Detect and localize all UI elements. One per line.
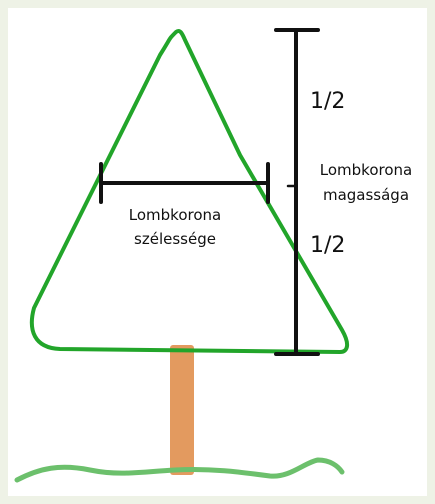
crown-height-measure (274, 28, 320, 356)
crown-width-label-line1: Lombkorona (129, 206, 221, 224)
crown-height-label-line1: Lombkorona (320, 161, 412, 179)
crown-height-label-line2: magassága (323, 186, 409, 204)
tree-crown (29, 29, 349, 354)
lower-half-label: 1/2 (310, 233, 345, 258)
ground-line (14, 457, 345, 483)
tree-diagram: Lombkorona szélessége Lombkorona magassá… (14, 28, 412, 483)
diagram-canvas: Lombkorona szélessége Lombkorona magassá… (8, 8, 427, 496)
tree-trunk (170, 345, 194, 475)
upper-half-label: 1/2 (310, 89, 345, 114)
crown-width-measure (99, 162, 270, 204)
crown-width-label-line2: szélessége (134, 230, 216, 248)
